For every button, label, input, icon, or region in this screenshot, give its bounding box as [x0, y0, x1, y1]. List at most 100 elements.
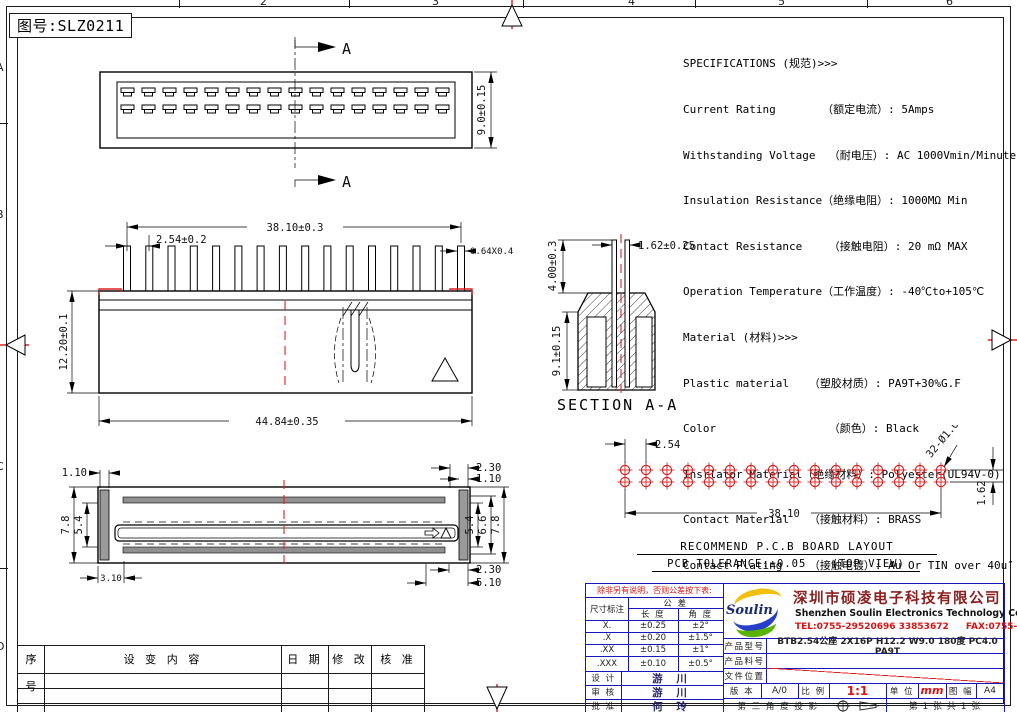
tol-col-ang: 角 度	[688, 610, 713, 620]
tolerance-note: 除非另有说明，否则公差按下表:	[597, 586, 712, 595]
part-number-box: 图号:SLZ0211	[9, 13, 133, 38]
pin-row-2	[120, 104, 450, 114]
dim-bottom-l2: 5.4	[73, 516, 85, 535]
zone-letter: C	[0, 460, 4, 473]
triangle-mark	[431, 356, 459, 382]
reviewer-name: 游 川	[652, 686, 692, 699]
zone-tick	[523, 0, 524, 8]
unit-value: mm	[920, 684, 944, 697]
section-title: SECTION A-A	[557, 396, 679, 414]
designer-name: 游 川	[652, 672, 692, 685]
design-label: 设 计	[591, 674, 616, 684]
spec-line: Color （颜色）: Black	[683, 422, 920, 436]
pcb-view-label: (TOP VIEW)	[831, 558, 905, 570]
zone-tick	[349, 0, 350, 8]
review-label: 审 核	[591, 688, 616, 698]
slot-triangle	[440, 526, 452, 539]
tol-row-d: .XX	[599, 645, 615, 655]
rev-col-approve: 核 准	[380, 653, 415, 666]
projection-symbols	[836, 700, 879, 712]
scale-label: 比 例	[801, 686, 826, 697]
pcb-layout-drawing: 2.54 32-Ø1.02 1.62 38.10	[605, 425, 1003, 520]
spec-line: Operation Temperature（工作温度）: -40℃to+105℃	[683, 285, 985, 299]
tol-col-tol: 公 差	[663, 598, 688, 609]
dim-pcb-row: 1.62	[976, 480, 988, 505]
size-value: A4	[984, 685, 996, 696]
rev-col-content: 设 变 内 容	[123, 653, 202, 666]
tol-row-a: ±1°	[692, 645, 709, 655]
company-contacts: TEL:0755-29520696 33853672 FAX:0755-2952…	[795, 622, 1017, 632]
pcb-tolerance-line: PCB TOLERANCE:±0.05 (TOP VIEW)	[652, 558, 920, 572]
company-name-en: Shenzhen Soulin Electronics Technology C…	[795, 608, 1017, 619]
center-mark-right	[988, 329, 1017, 351]
zone-number: 5	[778, 0, 785, 8]
dim-bottom-br2: 5.10	[476, 577, 501, 589]
rev-col-no: 序 号	[25, 653, 37, 693]
tol-row-l: ±0.15	[639, 645, 667, 655]
tol-row-l: ±0.20	[639, 633, 667, 643]
dim-bottom-tr1: 2.30	[476, 462, 501, 474]
tol-col-len: 长 度	[640, 610, 666, 620]
bottom-view-drawing: 1.10 2.30 1.10 7.8 5.4 5.4 6.6 7.8	[60, 462, 509, 589]
dim-front-pitch: 2.54±0.2	[156, 234, 207, 246]
spec-line: Contact Plating （接触电镀）: Au Or TIN over 4…	[683, 558, 1017, 572]
zone-tick	[0, 123, 8, 124]
version-label: 版 本	[729, 686, 755, 697]
front-pins	[123, 245, 465, 292]
red-corner-right	[449, 288, 473, 295]
tol-col-dim: 尺寸标注	[589, 604, 624, 615]
dim-bottom-bl: 3.10	[100, 574, 122, 584]
dim-front-height: 12.20±0.1	[58, 314, 70, 371]
zone-number: 6	[946, 0, 953, 8]
company-logo: Soulin	[726, 585, 790, 640]
dim-bottom-tr2: 1.10	[476, 473, 501, 485]
unit-label: 单 位	[889, 686, 915, 697]
center-mark-left	[0, 334, 29, 356]
pcb-tolerance: PCB TOLERANCE:±0.05	[667, 558, 807, 570]
tol-row-d: .XXX	[596, 658, 618, 669]
dim-front-width: 44.84±0.35	[255, 416, 318, 428]
zone-tick	[0, 568, 8, 569]
dim-bottom-r3: 7.8	[490, 516, 502, 535]
dim-bottom-flange: 1.10	[62, 467, 87, 479]
file-value	[766, 668, 1004, 683]
zone-number: 2	[260, 0, 267, 8]
rev-col-date: 日 期	[287, 653, 322, 666]
dim-front-span: 38.10±0.3	[267, 222, 324, 234]
zone-tick	[867, 0, 868, 8]
dim-top-height: 9.0±0.15	[476, 85, 488, 136]
front-view-drawing: 38.10±0.3 2.54±0.2 0.64X0.4	[58, 222, 513, 428]
tol-row-d: X.	[602, 621, 612, 631]
spec-line: Contact Material （接触材料）: BRASS	[683, 513, 922, 527]
spec-line: Insulation Resistance（绝缘电阻）: 1000MΩ Min	[683, 194, 968, 208]
zone-number: 3	[432, 0, 439, 8]
part-label: 产品料号	[724, 656, 765, 667]
tol-row-d: .X	[602, 633, 612, 643]
tol-row-a: ±1.5°	[688, 633, 713, 643]
zone-number: 4	[628, 0, 635, 8]
dim-section-pin: 1.62±0.25	[638, 240, 695, 252]
spec-line: Withstanding Voltage （耐电压）: AC 1000Vmin/…	[683, 148, 1017, 162]
size-label: 图 幅	[948, 686, 974, 697]
spec-line: Current Rating （额定电流）: 5Amps	[683, 103, 935, 116]
polarization-slot	[334, 301, 376, 384]
tol-row-l: ±0.25	[639, 621, 667, 631]
pin-row-1	[120, 87, 450, 97]
part-value	[766, 653, 1004, 668]
section-label-top: A	[342, 40, 351, 58]
section-view-drawing: 1.62±0.25 4.00±0.3 9.1±0.15	[547, 234, 695, 397]
title-block: 除非另有说明，否则公差按下表: 尺寸标注 公 差 长 度 角 度 X. ±0.2…	[585, 583, 1017, 712]
model-label: 产品型号	[724, 641, 765, 652]
zone-letter: D	[0, 640, 5, 653]
zone-tick	[179, 0, 180, 8]
scale-value: 1:1	[846, 683, 869, 698]
top-view-drawing: A A 9.0±0.15	[99, 37, 497, 191]
sheet-info: 第 1 张 共 1 张	[908, 702, 982, 712]
tol-row-a: ±0.5°	[688, 658, 713, 669]
approve-label: 批 准	[591, 702, 616, 712]
zone-letter: B	[0, 208, 4, 221]
spec-line: SPECIFICATIONS (规范)>>>	[683, 57, 838, 71]
dim-bottom-l1: 7.8	[60, 516, 72, 535]
center-mark-top	[501, 0, 523, 29]
